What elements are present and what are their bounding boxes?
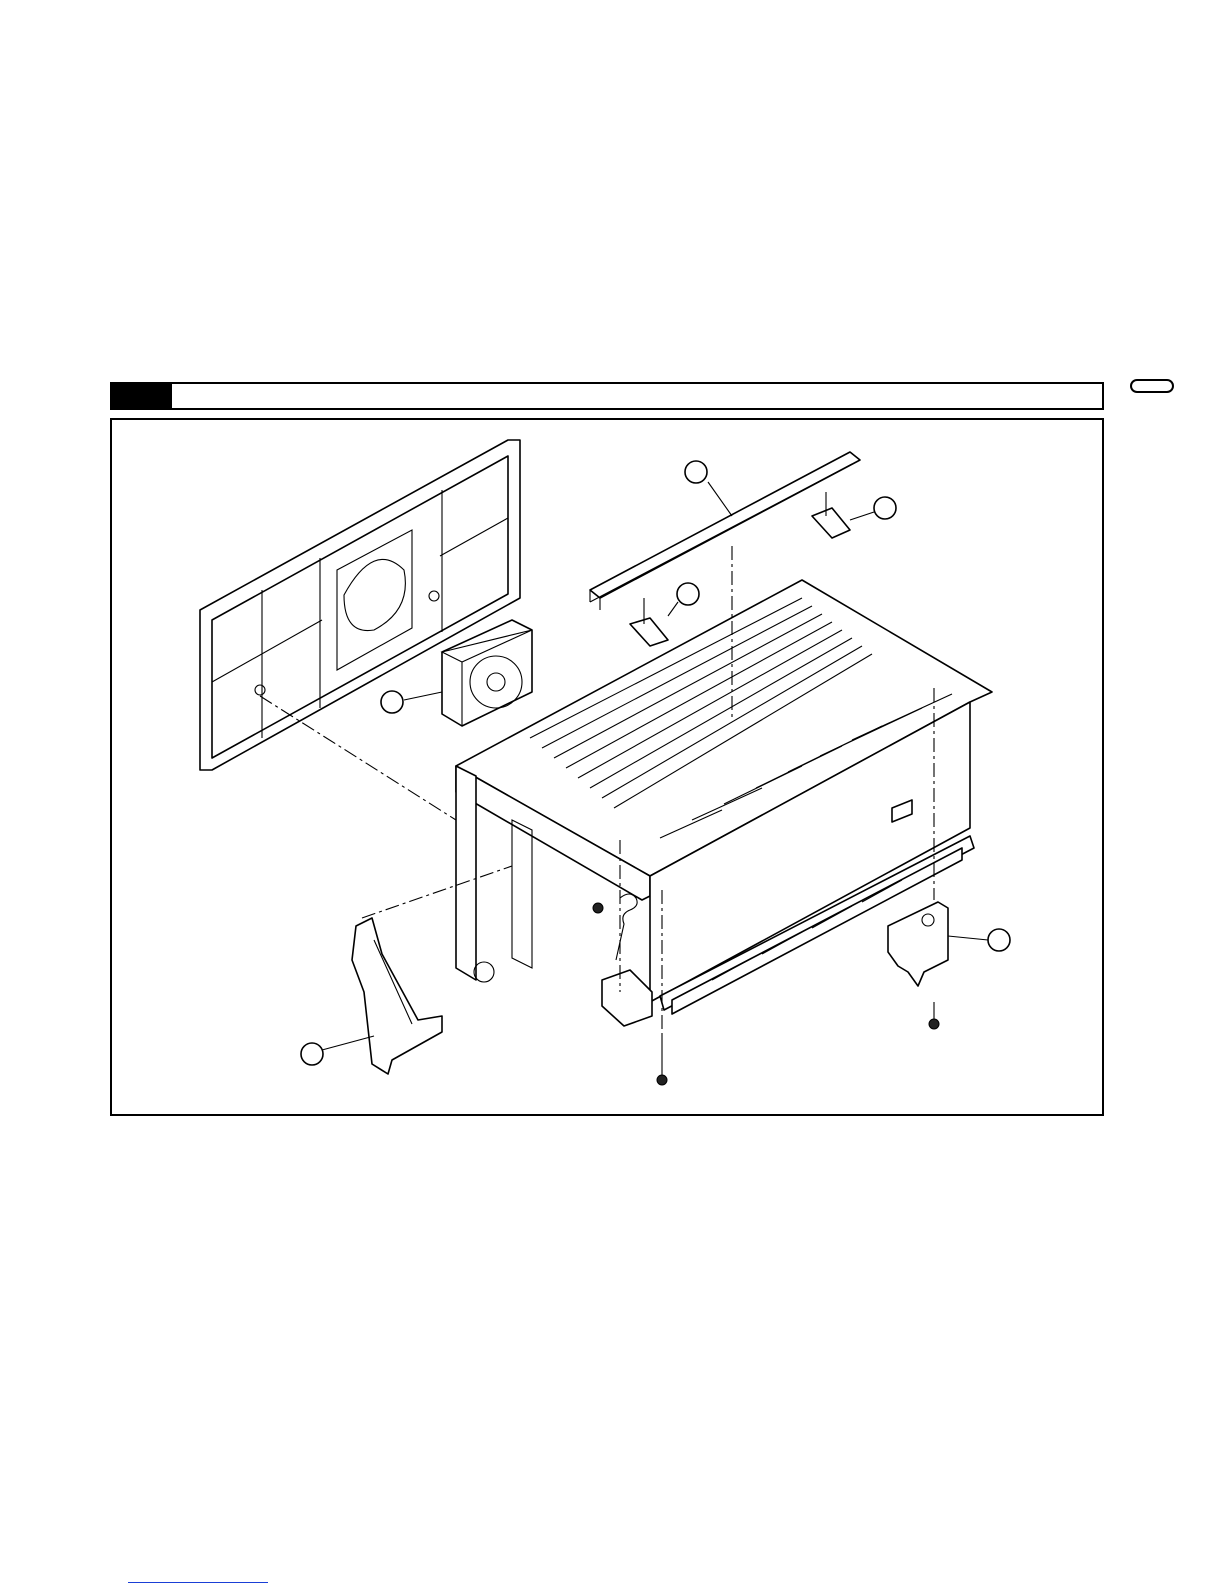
footer-link-underline[interactable] bbox=[128, 1582, 268, 1583]
section-tab-pill bbox=[1130, 379, 1174, 393]
exploded-diagram-frame bbox=[110, 418, 1104, 1116]
callout-right-clip bbox=[874, 497, 896, 519]
callout-left-clip bbox=[677, 583, 699, 605]
cooling-fan bbox=[442, 620, 532, 726]
callout-bracket bbox=[988, 929, 1010, 951]
title-black-block bbox=[112, 384, 172, 408]
callout-top-rail bbox=[685, 461, 707, 483]
release-lever bbox=[352, 918, 442, 1074]
section-title-bar bbox=[110, 382, 1104, 410]
exploded-parts-diagram bbox=[112, 420, 1102, 1114]
side-bracket bbox=[888, 902, 948, 986]
callout-lever bbox=[301, 1043, 323, 1065]
top-rail bbox=[590, 452, 860, 610]
callout-fan bbox=[381, 691, 403, 713]
